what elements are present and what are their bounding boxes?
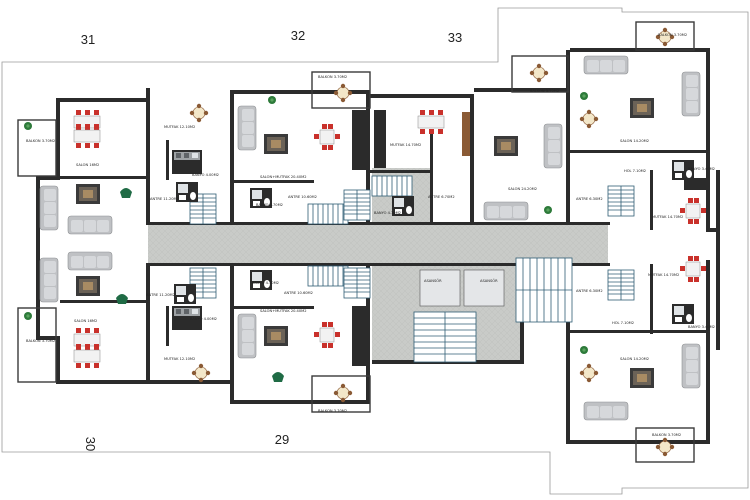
central-corridor xyxy=(148,224,608,264)
balcony-30 xyxy=(17,307,57,383)
room-label: ANTRE 6.30M2 xyxy=(576,289,603,293)
room-label: BANYO 4.00M2 xyxy=(192,173,219,177)
furniture-34 xyxy=(579,27,707,225)
furniture-33 xyxy=(374,63,563,221)
room-label: BANYO 3.40M2 xyxy=(688,325,715,329)
unit-number-33: 33 xyxy=(448,30,462,45)
balcony-33 xyxy=(511,55,569,93)
room-label: MUTFAK 14.70M2 xyxy=(390,143,421,147)
furniture-29 xyxy=(237,270,366,403)
room-label: BALKON 3.70M2 xyxy=(26,139,55,143)
elevator-1 xyxy=(419,269,461,307)
room-label: BALKON 3.70M2 xyxy=(26,339,55,343)
elevator-2 xyxy=(463,269,505,307)
room-label: SALON 16M2 xyxy=(74,319,97,323)
room-label: ASANSÖR xyxy=(424,278,442,283)
unit-number-32: 32 xyxy=(291,28,305,43)
room-label: BANYO 4.70M2 xyxy=(252,281,279,285)
room-label: SALON+MUTFAK 20.40M2 xyxy=(260,175,307,179)
room-label: HOL 7.10M2 xyxy=(612,321,634,325)
room-label: ANTRE 11.20M2 xyxy=(146,293,175,297)
room-label: MUTFAK 14.70M2 xyxy=(652,215,683,219)
room-label: MUTFAK 12.10M2 xyxy=(164,357,195,361)
furniture-32 xyxy=(237,83,366,208)
room-label: ASANSÖR xyxy=(480,278,498,283)
stairs-icon xyxy=(189,175,635,363)
balcony-32 xyxy=(311,71,371,109)
room-label: BALKON 3.70M2 xyxy=(652,433,681,437)
unit-number-29: 29 xyxy=(275,432,289,447)
room-label: SALON 16M2 xyxy=(76,163,99,167)
site-outline xyxy=(1,7,749,495)
unit-number-30: 30 xyxy=(83,437,98,451)
room-label: ANTRE 10.60M2 xyxy=(288,195,317,199)
room-label: BANYO 4.00M2 xyxy=(190,317,217,321)
room-label: ANTRE 11.20M2 xyxy=(150,197,179,201)
balcony-34 xyxy=(635,21,695,51)
room-label: MUTFAK 14.70M2 xyxy=(648,273,679,277)
room-label: BANYO 4.70M2 xyxy=(256,203,283,207)
room-label: MUTFAK 12.10M2 xyxy=(164,125,195,129)
room-label: BALKON 3.70M2 xyxy=(318,75,347,79)
room-label: BANYO 4.70M2 xyxy=(374,211,401,215)
room-label: ANTRE 6.30M2 xyxy=(576,197,603,201)
room-label: ANTRE 10.60M2 xyxy=(284,291,313,295)
room-label: SALON+MUTFAK 20.40M2 xyxy=(260,309,307,313)
room-label: SALON 14.20M2 xyxy=(620,139,649,143)
room-labels: BALKON 3.70M2 SALON 16M2 MUTFAK 12.10M2 … xyxy=(26,33,715,437)
room-label: BALKON 3.70M2 xyxy=(530,89,559,93)
room-label: SALON 14.20M2 xyxy=(620,357,649,361)
room-label: ANTRE 6.70M2 xyxy=(428,195,455,199)
balcony-31 xyxy=(17,119,57,177)
room-label: HOL 7.10M2 xyxy=(624,169,646,173)
balcony-35 xyxy=(635,427,695,463)
room-label: BALKON 3.70M2 xyxy=(658,33,687,37)
interior-walls xyxy=(60,130,706,346)
room-label: BANYO 3.40M2 xyxy=(688,167,715,171)
room-label: SALON 24.20M2 xyxy=(508,187,537,191)
balcony-29 xyxy=(311,375,371,413)
unit-number-31: 31 xyxy=(81,32,95,47)
room-label: BALKON 3.70M2 xyxy=(318,409,347,413)
